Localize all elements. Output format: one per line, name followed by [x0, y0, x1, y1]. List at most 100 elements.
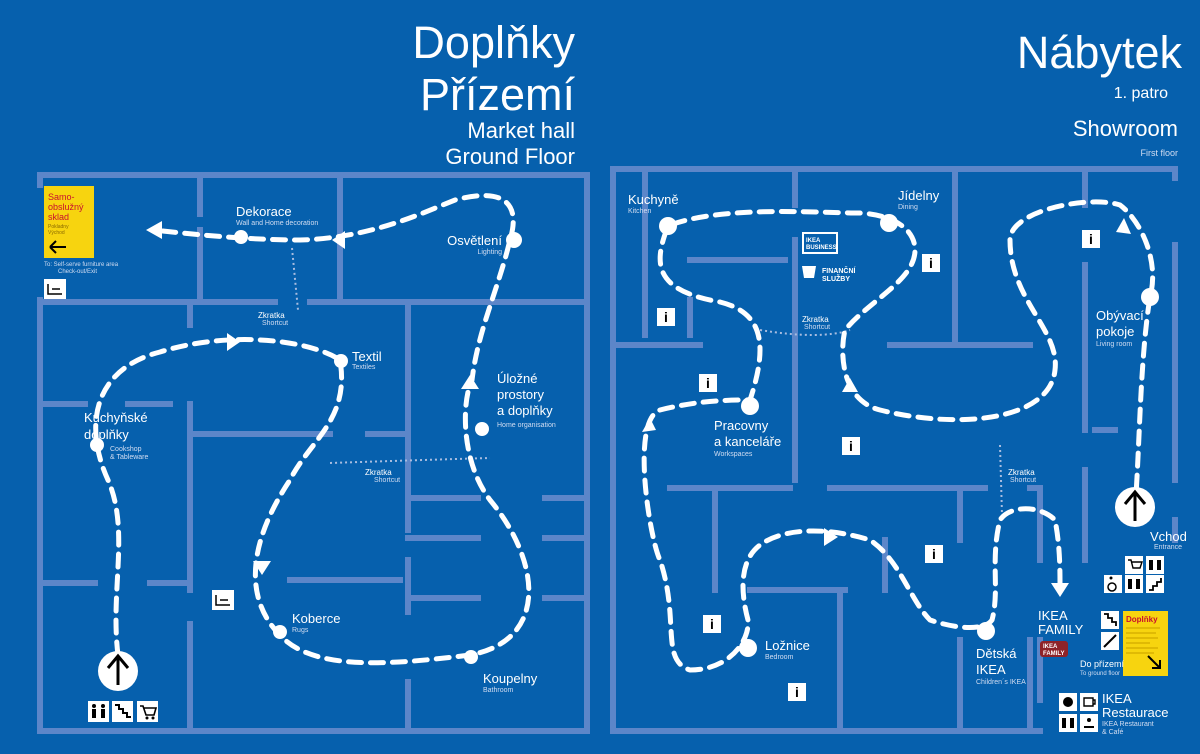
svg-text:i: i [849, 438, 853, 454]
ikea-family-1: IKEA [1038, 608, 1068, 623]
area-jidelny-en: Dining [898, 204, 918, 211]
info-icon: i [699, 374, 717, 392]
up-arrow-icon [98, 651, 138, 691]
entrance-service-icons [1104, 556, 1164, 593]
area-ulozne-3: a doplňky [497, 403, 553, 418]
left-shortcut-1-en: Shortcut [262, 320, 288, 327]
self-serve-sign: Samo- obslužný sklad Pokladny Východ [44, 186, 94, 258]
vchod-label-en: Entrance [1154, 544, 1182, 551]
right-map: Nábytek 1. patro Showroom First floor [610, 27, 1187, 736]
area-jidelny: Jídelny [898, 188, 940, 203]
right-route [641, 199, 1156, 673]
info-icon: i [925, 545, 943, 563]
area-loznice: Ložnice [765, 638, 810, 653]
up-arrow-icon [1115, 487, 1155, 527]
area-textil: Textil [352, 349, 382, 364]
ikea-family-badge-1: IKEA [1043, 644, 1058, 650]
trolley-icon [44, 279, 66, 299]
ikea-family-badge-2: FAMILY [1043, 651, 1064, 657]
stairs-icon [112, 701, 133, 722]
toilets-icon [1146, 556, 1164, 574]
area-detska-2: IKEA [976, 662, 1006, 677]
restaurace-en1: IKEA Restaurant [1102, 721, 1154, 728]
svg-text:i: i [1089, 231, 1093, 247]
right-title: Nábytek [1017, 27, 1183, 78]
restaurace-en2: & Café [1102, 729, 1124, 736]
svg-text:i: i [706, 375, 710, 391]
right-shortcuts [759, 329, 1003, 516]
toilets-icon [88, 701, 109, 722]
left-shortcuts [291, 247, 491, 464]
info-icons: i i i i i i i i [657, 230, 1100, 701]
right-subtitle: Showroom [1073, 116, 1178, 141]
right-shortcut-1-en: Shortcut [804, 324, 830, 331]
area-koupelny: Koupelny [483, 671, 538, 686]
left-walls [37, 172, 590, 734]
svg-text:i: i [664, 309, 668, 325]
area-obyvaci-en: Living room [1096, 341, 1132, 348]
left-shortcut-1: Zkratka [258, 311, 285, 320]
svg-text:i: i [795, 684, 799, 700]
self-serve-note2: Check-out/Exit [58, 269, 97, 275]
self-serve-small1: Pokladny [48, 224, 69, 230]
restaurace-2: Restaurace [1102, 705, 1168, 720]
area-ulozne-en: Home organisation [497, 422, 556, 429]
area-obyvaci-2: pokoje [1096, 324, 1134, 339]
vchod-label: Vchod [1150, 529, 1187, 544]
info-icon: i [788, 683, 806, 701]
area-kuchyne: Kuchyně [628, 192, 679, 207]
area-textil-en: Textiles [352, 364, 376, 371]
right-floor: 1. patro [1114, 85, 1168, 102]
doplnky-sign: Doplňky [1123, 611, 1168, 676]
right-walls [610, 166, 1178, 734]
restaurant-icons [1059, 693, 1098, 732]
right-shortcut-2: Zkratka [1008, 468, 1035, 477]
left-title-1: Doplňky [412, 17, 575, 68]
area-kuchynske-en1: Cookshop [110, 446, 142, 453]
left-subtitle-1: Market hall [467, 118, 575, 143]
left-area-labels: Dekorace Wall and Home decoration Osvětl… [84, 204, 556, 694]
toilets-icon [1125, 575, 1143, 593]
left-area-markers [90, 230, 522, 664]
financni-sluzby-sign: FINANČNÍ SLUŽBY [802, 266, 856, 283]
area-dekorace: Dekorace [236, 204, 292, 219]
area-detska-1: Dětská [976, 646, 1017, 661]
ikea-family-badge: IKEA FAMILY [1040, 641, 1068, 657]
left-subtitle-2: Ground Floor [445, 144, 575, 169]
left-shortcut-2: Zkratka [365, 468, 392, 477]
left-map: Doplňky Přízemí Market hall Ground Floor [37, 17, 590, 734]
arrow-down-right-icon [1147, 655, 1161, 669]
area-koupelny-en: Bathroom [483, 687, 514, 694]
right-area-labels: Kuchyně Kitchen Jídelny Dining Obývací p… [628, 188, 1144, 686]
self-serve-line1: Samo- [48, 192, 75, 202]
right-shortcut-2-en: Shortcut [1010, 477, 1036, 484]
area-detska-en: Children´s IKEA [976, 679, 1026, 686]
area-pracovny-1: Pracovny [714, 418, 769, 433]
info-icon: i [922, 254, 940, 272]
left-route [93, 193, 532, 666]
area-osvetleni-en: Lighting [477, 249, 502, 256]
area-osvetleni: Osvětlení [447, 233, 502, 248]
svg-text:i: i [929, 255, 933, 271]
info-icon: i [703, 615, 721, 633]
area-kuchynske-1: Kuchyňské [84, 410, 148, 425]
toilets-icon [1059, 714, 1077, 732]
left-shortcut-2-en: Shortcut [374, 477, 400, 484]
self-serve-line3: sklad [48, 212, 69, 222]
area-loznice-en: Bedroom [765, 654, 794, 661]
cup-icon [1080, 693, 1098, 711]
self-serve-line2: obslužný [48, 202, 84, 212]
plate-icon [1059, 693, 1077, 711]
area-pracovny-2: a kanceláře [714, 434, 781, 449]
area-koberce-en: Rugs [292, 627, 309, 634]
area-pracovny-en: Workspaces [714, 451, 753, 458]
baby-care-icon [1080, 714, 1098, 732]
area-dekorace-en: Wall and Home decoration [236, 220, 318, 227]
financni-1: FINANČNÍ [822, 266, 856, 275]
escalator-icon [1101, 632, 1119, 650]
svg-text:i: i [710, 616, 714, 632]
right-area-markers [659, 214, 1159, 657]
cart-icon [137, 701, 158, 722]
